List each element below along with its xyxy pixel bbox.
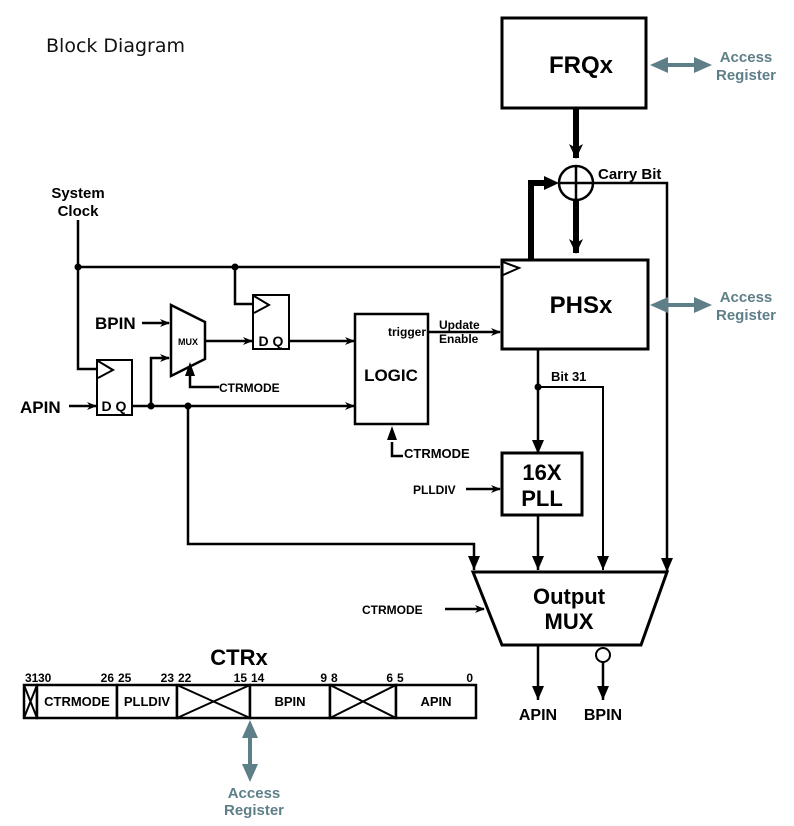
- mux-ff-label: D Q: [259, 333, 284, 349]
- clock-to-apin-ff: [76, 267, 98, 371]
- mux-flip-flop: D Q: [252, 294, 290, 350]
- pll-label-line2: PLL: [521, 486, 563, 511]
- bit31-to-outmux-wire: [538, 386, 604, 570]
- ctrx-access-line1: Access: [228, 785, 281, 802]
- plldiv-label: PLLDIV: [413, 483, 456, 497]
- bit31-label: Bit 31: [551, 369, 586, 384]
- bit-number-low: 23: [161, 671, 175, 685]
- register-field-label: CTRMODE: [44, 694, 110, 709]
- apin-output-label: APIN: [519, 707, 557, 724]
- register-field-ctrmode: CTRMODE 30 26: [35, 671, 119, 720]
- phsx-access-arrow: [650, 297, 712, 313]
- frqx-access-line1: Access: [720, 49, 773, 66]
- ctrx-access-line2: Register: [224, 802, 284, 819]
- apin-flip-flop: D Q: [96, 359, 133, 416]
- ctrmode-logic-label: CTRMODE: [404, 446, 470, 461]
- bit-number-low: 0: [466, 671, 473, 685]
- ctrmode-mux-label: CTRMODE: [219, 381, 280, 395]
- adder-symbol: [557, 164, 595, 202]
- bit-number-high: 8: [331, 671, 338, 685]
- reserved-cross: [329, 684, 397, 719]
- input-mux: MUX: [169, 302, 207, 379]
- register-field-apin: APIN 5 0: [394, 671, 478, 720]
- bit-number-low: 15: [234, 671, 248, 685]
- ctrx-access-arrow: [242, 720, 258, 782]
- bit-number-low: 9: [320, 671, 327, 685]
- frqx-access-line2: Register: [716, 67, 776, 84]
- reserved-cross: [176, 684, 251, 719]
- inverter-bubble: [595, 647, 611, 663]
- register-field-bpin: BPIN 14 9: [248, 671, 332, 720]
- carry-bit-wire: [593, 181, 669, 572]
- outmux-label-line2: MUX: [545, 609, 594, 634]
- bit-number-low: 26: [101, 671, 115, 685]
- phsx-access-line1: Access: [720, 289, 773, 306]
- logic-block: LOGIC trigger: [353, 312, 430, 426]
- arrowhead: [185, 362, 195, 376]
- logic-label: LOGIC: [364, 366, 418, 385]
- bit-number-high: 5: [397, 671, 404, 685]
- update-label-line1: Update: [439, 318, 480, 332]
- frqx-access-arrow: [650, 57, 712, 73]
- apin-ff-label: D Q: [102, 398, 127, 414]
- arrowhead: [597, 556, 609, 570]
- bpin-output-label: BPIN: [584, 707, 622, 724]
- carry-bit-label: Carry Bit: [598, 166, 661, 183]
- arrowhead: [468, 556, 480, 570]
- register-field-plldiv: PLLDIV 25 23: [115, 671, 179, 720]
- pll-block: 16X PLL: [500, 451, 584, 517]
- ctrmode-out-label: CTRMODE: [362, 603, 423, 617]
- system-clock-line1: System: [51, 185, 104, 202]
- register-name: CTRx: [210, 645, 268, 670]
- ctrmode-to-logic-wire: [390, 442, 403, 458]
- arrowhead: [597, 686, 609, 700]
- arrowhead: [532, 686, 544, 700]
- register-field-label: PLLDIV: [124, 694, 171, 709]
- arrowhead: [532, 556, 544, 570]
- phsx-label: PHSx: [550, 292, 613, 319]
- carry-arrowhead: [661, 558, 673, 572]
- output-mux: Output MUX: [470, 570, 670, 647]
- apin-input-label: APIN: [20, 398, 61, 417]
- bit-number-high: 22: [178, 671, 192, 685]
- register-field-label: BPIN: [274, 694, 305, 709]
- phsx-feedback-bus: [528, 180, 545, 260]
- outmux-label-line1: Output: [533, 584, 606, 609]
- ctrmode-to-mux-wire: [188, 374, 219, 389]
- update-label-line2: Enable: [439, 332, 479, 346]
- bit-number-low: 6: [386, 671, 393, 685]
- clock-to-mux-ff: [233, 267, 254, 306]
- frqx-block: FRQx: [500, 16, 648, 110]
- mux-label: MUX: [178, 337, 198, 347]
- frqx-label: FRQx: [549, 52, 614, 79]
- bit-number-high: 31: [25, 671, 39, 685]
- bit-number-high: 14: [251, 671, 265, 685]
- bpin-input-label: BPIN: [95, 314, 136, 333]
- reserved-cross: [23, 684, 38, 719]
- phsx-block: PHSx: [500, 258, 650, 351]
- register-field-label: APIN: [420, 694, 451, 709]
- bit-number-high: 30: [38, 671, 52, 685]
- apin-to-mux-wire: [149, 354, 170, 406]
- arrowhead: [532, 440, 544, 454]
- trigger-label: trigger: [388, 325, 426, 339]
- register-field-reserved: 22 15: [175, 671, 252, 720]
- feedback-arrowhead: [544, 176, 559, 190]
- phsx-access-line2: Register: [716, 307, 776, 324]
- bit-number-high: 25: [118, 671, 132, 685]
- system-clock-line2: Clock: [58, 203, 100, 220]
- arrowhead: [387, 426, 397, 440]
- diagram-title: Block Diagram: [46, 35, 185, 57]
- pll-label-line1: 16X: [522, 460, 561, 485]
